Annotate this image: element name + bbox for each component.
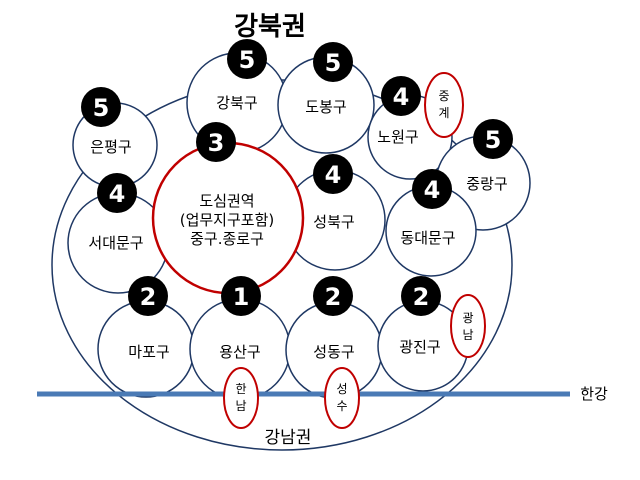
seongbuk-label: 성북구 <box>313 213 354 231</box>
gwangjin-rank: 2 <box>413 283 430 311</box>
downtown-label-line2: (업무지구포함) <box>180 211 275 229</box>
jungnang-rank: 5 <box>485 126 502 154</box>
seongbuk-badge <box>313 154 353 194</box>
yongsan-badge <box>221 276 261 316</box>
seongdong-rank: 2 <box>325 283 342 311</box>
eunpyeong-badge <box>81 87 121 127</box>
gwangnam-label-2: 남 <box>462 328 473 342</box>
yongsan-rank: 1 <box>233 283 250 311</box>
nowon-label: 노원구 <box>377 128 418 146</box>
downtown-badge <box>196 122 236 162</box>
dobong-badge <box>313 42 353 82</box>
jungnang-label: 중랑구 <box>466 175 507 193</box>
hannam-label-2: 남 <box>235 399 246 413</box>
gwangjin-label: 광진구 <box>399 338 440 356</box>
gwangjin-badge <box>401 276 441 316</box>
gwangnam-ellipse <box>450 294 486 358</box>
downtown-label-line1: 도심권역 <box>199 192 254 210</box>
hannam-ellipse <box>223 367 259 429</box>
gangbuk-badge <box>227 39 267 79</box>
seongbuk-rank: 4 <box>325 161 342 189</box>
dobong-label: 도봉구 <box>305 98 346 116</box>
seongsu-label-2: 수 <box>336 399 347 413</box>
gangbuk-rank: 5 <box>239 46 256 74</box>
nowon-rank: 4 <box>393 83 410 111</box>
seongdong-label: 성동구 <box>313 343 354 361</box>
river-label: 한강 <box>580 385 608 403</box>
eunpyeong-label: 은평구 <box>90 138 131 156</box>
south-region-label: 강남권 <box>265 428 312 448</box>
nowon-badge <box>381 76 421 116</box>
gwangnam-label-1: 광 <box>462 311 473 325</box>
mapo-label: 마포구 <box>128 343 169 361</box>
eunpyeong-rank: 5 <box>93 94 110 122</box>
seodaemun-badge <box>97 173 137 213</box>
seodaemun-label: 서대문구 <box>88 234 143 252</box>
dongdaemun-label: 동대문구 <box>400 229 455 247</box>
downtown-label-line3: 중구.종로구 <box>190 230 264 248</box>
yongsan-label: 용산구 <box>219 343 260 361</box>
seongsu-label-1: 성 <box>336 382 347 396</box>
seongdong-badge <box>313 276 353 316</box>
downtown-rank: 3 <box>208 129 225 157</box>
mapo-rank: 2 <box>140 283 157 311</box>
hannam-label-1: 한 <box>235 382 246 396</box>
seongsu-ellipse <box>324 367 360 429</box>
junggye-ellipse <box>424 72 464 138</box>
dongdaemun-rank: 4 <box>424 176 441 204</box>
mapo-badge <box>128 276 168 316</box>
seodaemun-rank: 4 <box>109 180 126 208</box>
dongdaemun-badge <box>412 169 452 209</box>
junggye-label-2: 계 <box>438 106 449 120</box>
gangbuk-label: 강북구 <box>216 94 257 112</box>
dobong-rank: 5 <box>325 49 342 77</box>
junggye-label-1: 중 <box>438 89 449 103</box>
north-region-title: 강북권 <box>234 12 306 42</box>
jungnang-badge <box>473 119 513 159</box>
